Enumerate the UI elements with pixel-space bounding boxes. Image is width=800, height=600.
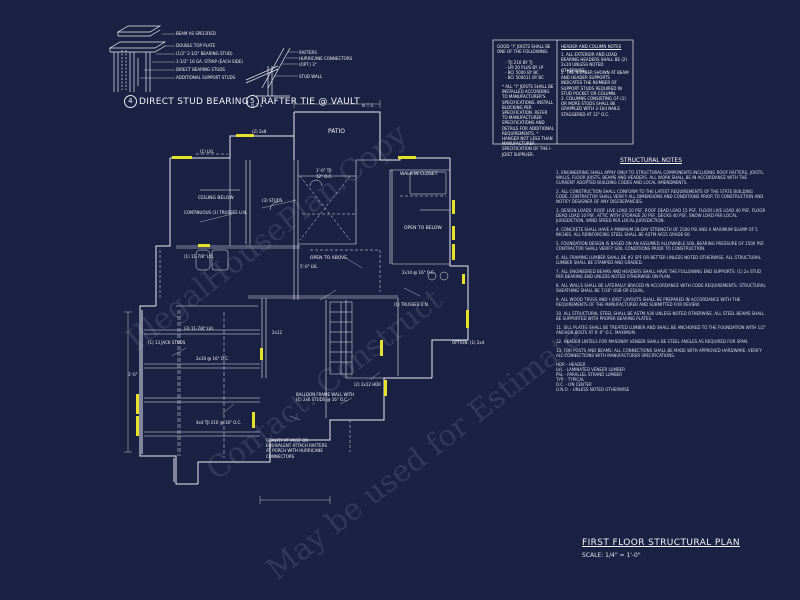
header-note: 3. COLUMNS CONSISTING OF (1) OR MORE STU… xyxy=(561,96,626,117)
detail-number: 4 xyxy=(124,95,137,108)
detail-number: 5 xyxy=(246,95,259,108)
structural-notes-heading: STRUCTURAL NOTES xyxy=(620,157,683,164)
plan-callout: (3) 11-7/8" LVL xyxy=(184,326,214,331)
plan-callout: (2) 2x8 xyxy=(252,129,267,134)
callout: STUD WALL xyxy=(299,74,323,79)
callout: (1/2" 2-1/2" BEARING STUD) xyxy=(176,51,233,56)
plan-callout: 4x4 TJI 210 @ 16" O.C. xyxy=(196,420,242,425)
note-paragraph: 6. ALL FRAMING LUMBER SHALL BE #2 SPF OR… xyxy=(556,255,761,265)
plan-callout: 5'-0" LVL xyxy=(300,264,318,269)
legend-line: LVL - LAMINATED VENEER LUMBER xyxy=(556,367,625,372)
joist-item: - TJI 210 BY TJ xyxy=(505,60,533,65)
plan-callout: 2x12 xyxy=(272,330,283,335)
highlight-posts xyxy=(136,134,469,436)
room-label-closet: WALK-IN CLOSET xyxy=(400,172,438,177)
plan-scale: SCALE: 1/4" = 1'-0" xyxy=(582,552,641,559)
plan-callout: BALLOON FRAME WALL WITH (1) 2x6 STUDS @ … xyxy=(296,392,355,403)
header-note: 1. ALL EXTERIOR AND LOAD BEARING HEADERS… xyxy=(561,52,628,73)
callout: (OPT.) 3" xyxy=(299,62,317,67)
note-paragraph: 10. ALL STRUCTURAL STEEL SHALL BE ASTM A… xyxy=(556,311,765,321)
plan-callout: CONTINUOUS (1) TRUSSES U.N. xyxy=(184,210,248,215)
joist-notes-heading: GOOD "I" JOISTS SHALL BE ONE OF THE FOLL… xyxy=(497,44,551,55)
plan-callout: (1) 11-7/8" LVL xyxy=(184,254,214,259)
plan-callout: 2x10 @ 16" O.C. xyxy=(402,270,436,275)
plan-callout: GRAVITY PT POST OR EQUIVALENT ATTACH RAF… xyxy=(266,438,328,459)
callout: 1-1/2" 16 GA. STRAP (EACH SIDE) xyxy=(176,59,243,64)
room-label-open-below: OPEN TO BELOW xyxy=(404,226,442,231)
plan-callout: (2) 2x12 HDR xyxy=(354,382,382,387)
callout: DIRECT BEARING STUDS xyxy=(176,67,225,72)
plan-callout: (1) TRUSSES U.N. xyxy=(394,302,429,307)
detail-title-text: DIRECT STUD BEARING xyxy=(139,97,250,107)
structural-notes-body: 1. ENGINEERING SHALL APPLY ONLY TO STRUC… xyxy=(556,170,766,392)
plan-callout: (3) STUDS xyxy=(262,198,283,203)
callout: ADDITIONAL SUPPORT STUDS xyxy=(176,75,236,80)
joist-notes-body: * ALL "I" JOISTS SHALL BE INSTALLED ACCO… xyxy=(502,84,554,157)
room-label-open-above: OPEN TO ABOVE xyxy=(310,256,348,261)
exterior-walls xyxy=(139,111,469,485)
note-paragraph: 1. ENGINEERING SHALL APPLY ONLY TO STRUC… xyxy=(556,170,764,185)
note-paragraph: 12. HEADER LINTELS FOR MASONRY VENEER SH… xyxy=(556,339,749,344)
callout: HURRICANE CONNECTORS xyxy=(299,56,353,61)
header-notes-heading: HEADER AND COLUMN NOTES xyxy=(561,44,622,49)
callout: BEAM AS SPECIFIED xyxy=(176,31,216,36)
legend-line: TYP. - TYPICAL xyxy=(556,377,585,382)
joist-lines xyxy=(144,310,260,458)
callout: DOUBLE TOP PLATE xyxy=(176,43,216,48)
joist-item: - BCI 500011 BY BC xyxy=(505,75,544,80)
joist-item: - LPI 20 PLUS BY LP xyxy=(505,65,544,70)
stair xyxy=(329,301,353,375)
legend-line: PSL - PARALLEL STRAND LUMBER xyxy=(556,372,623,377)
plan-title: FIRST FLOOR STRUCTURAL PLAN xyxy=(582,538,740,548)
plan-callout: (1) 13 JACK STUDS xyxy=(148,340,186,345)
note-paragraph: 13. FOR POSTS AND BEAMS: ALL CONNECTIONS… xyxy=(556,348,762,358)
plan-callout: 1'-0" xyxy=(128,372,138,377)
legend-line: HDR - HEADER xyxy=(556,362,586,367)
joist-item: - BCI 5000 BY BC xyxy=(505,70,539,75)
note-paragraph: 5. FOUNDATION DESIGN IS BASED ON AN ASSU… xyxy=(556,241,765,251)
stud-bearing-detail xyxy=(108,25,175,92)
note-paragraph: 3. DESIGN LOADS: ROOF LIVE LOAD 20 PSF, … xyxy=(556,208,766,223)
plan-callout: 1'-0" TJI xyxy=(316,168,332,173)
legend-line: O.C. - ON CENTER xyxy=(556,382,592,387)
room-label-patio: PATIO xyxy=(328,128,346,135)
note-paragraph: 7. ALL ENGINEERED BEAMS AND HEADERS SHAL… xyxy=(556,269,762,279)
note-paragraph: 4. CONCRETE SHALL HAVE A MINIMUM 28-DAY … xyxy=(556,227,758,237)
callout: RAFTERS xyxy=(299,50,317,55)
detail-scale: N.T.S. xyxy=(361,103,376,108)
detail-title-text: RAFTER TIE @ VAULT xyxy=(261,97,360,107)
header-note: 2. THE NUMBER SHOWN AT BEAM AND HEADER S… xyxy=(561,70,629,96)
note-paragraph: 8. ALL WALLS SHALL BE LATERALLY BRACED I… xyxy=(556,283,766,293)
room-label-ceiling-below: CEILING BELOW xyxy=(198,196,234,201)
rafter-tie-detail xyxy=(245,47,298,97)
plan-callout: 2x10 @ 16" O.C. xyxy=(196,356,230,361)
note-paragraph: 11. SILL PLATES SHALL BE TREATED LUMBER … xyxy=(556,325,766,335)
note-paragraph: 9. ALL WOOD TRUSS AND I-JOIST LAYOUTS SH… xyxy=(556,297,741,307)
note-paragraph: 2. ALL CONSTRUCTION SHALL CONFORM TO THE… xyxy=(556,189,764,204)
legend-line: U.N.O. - UNLESS NOTED OTHERWISE xyxy=(556,387,630,392)
fixtures xyxy=(195,171,449,281)
plan-callout: 12" O.C. xyxy=(316,174,333,179)
interior-walls xyxy=(176,158,450,418)
plan-callout: (1) LVL xyxy=(200,149,214,154)
plan-callout: OPTION: (1) 2x4 xyxy=(452,340,485,345)
